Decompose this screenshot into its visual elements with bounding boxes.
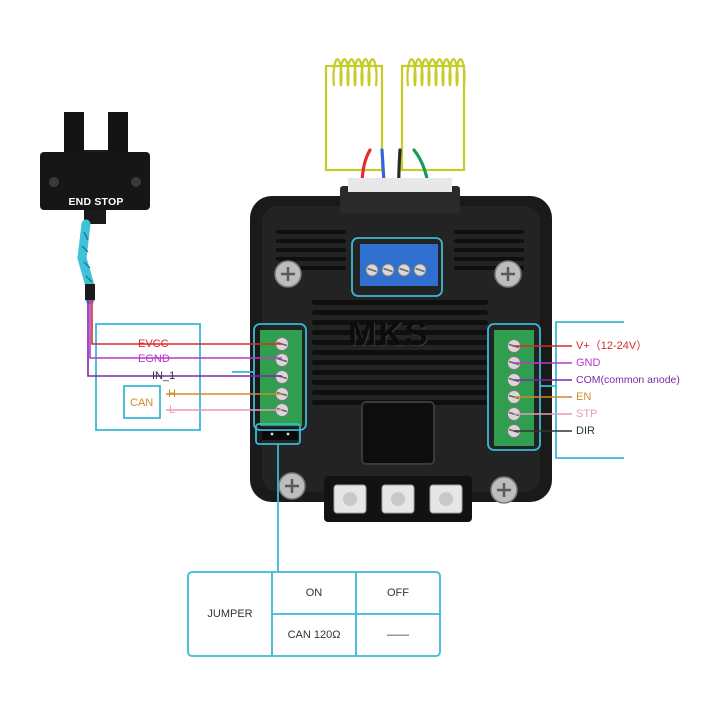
right-pin-label-com: COM(common anode) bbox=[576, 374, 680, 386]
right-pin-label-gnd: GND bbox=[576, 357, 601, 369]
jumper-header-on: ON bbox=[305, 587, 323, 599]
jumper-title: JUMPER bbox=[207, 608, 253, 620]
jumper-cell-on: CAN 120Ω bbox=[287, 629, 341, 641]
right-pin-label-en: EN bbox=[576, 391, 592, 403]
can-label: CAN bbox=[130, 397, 154, 409]
endstop-label: END STOP bbox=[68, 196, 124, 208]
left-pin-label-egnd: EGND bbox=[138, 353, 170, 365]
right-pin-label-dir: DIR bbox=[576, 425, 595, 437]
jumper-header-icon bbox=[262, 428, 298, 440]
left-wires bbox=[87, 300, 282, 411]
highlight-frames bbox=[95, 237, 624, 572]
left-pin-label-in1: IN_1 bbox=[152, 370, 176, 382]
right-wires bbox=[514, 345, 572, 432]
endstop-sensor-icon bbox=[40, 112, 150, 224]
jumper-header-off: OFF bbox=[387, 587, 409, 599]
stepper-motor-icon bbox=[250, 178, 552, 522]
sensor-cable-icon bbox=[77, 219, 95, 305]
right-pin-label-vplus: V+（12-24V） bbox=[576, 340, 648, 352]
right-pin-label-stp: STP bbox=[576, 408, 598, 420]
can-high-label: H bbox=[168, 388, 176, 400]
jumper-cell-off: —— bbox=[387, 629, 409, 641]
motor-brand-label: MKS bbox=[348, 315, 430, 353]
motor-coil-icon bbox=[324, 58, 466, 172]
can-low-label: L bbox=[169, 404, 176, 416]
left-pin-label-evcc: EVCC bbox=[138, 338, 169, 350]
jumper-table-frame bbox=[187, 571, 441, 657]
terminal-block-right-icon bbox=[494, 330, 534, 446]
terminal-block-top-icon bbox=[360, 244, 438, 286]
